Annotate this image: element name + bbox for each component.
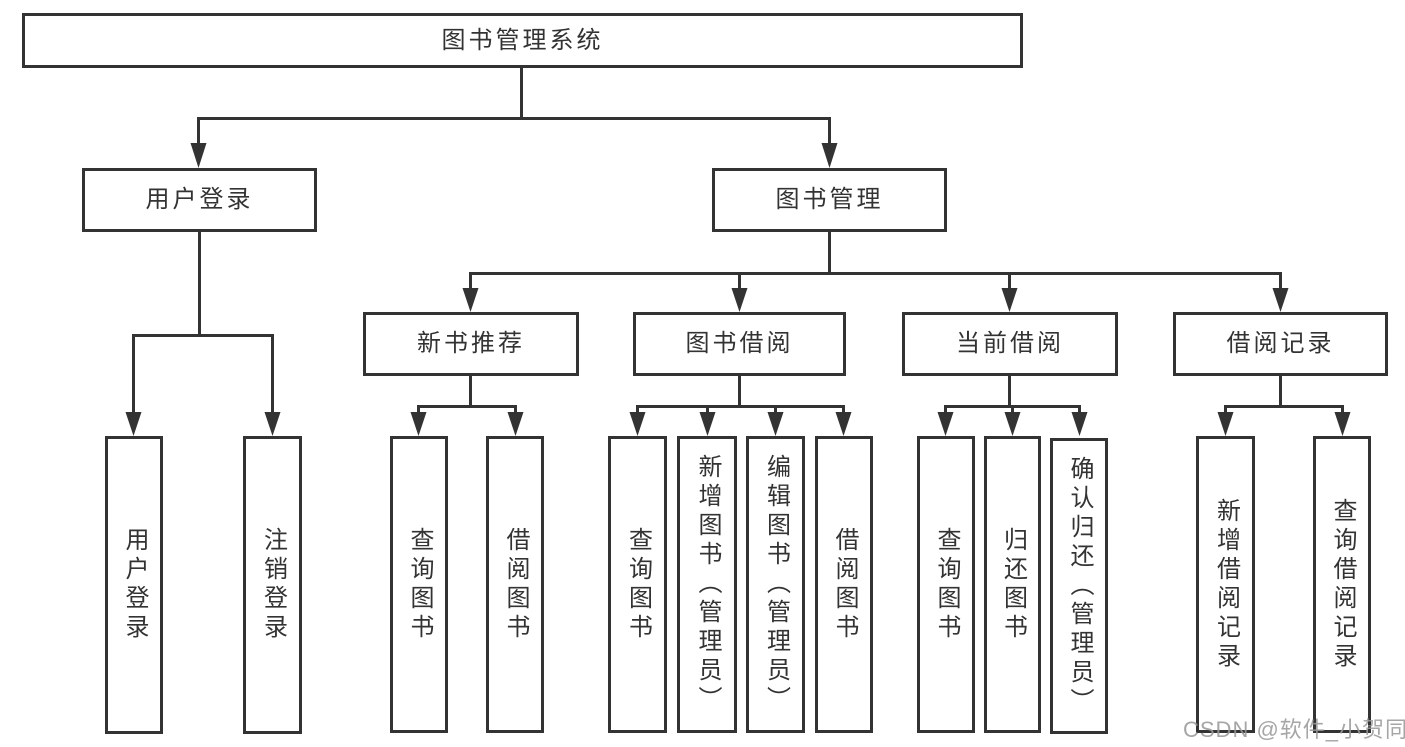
node-leaf-query-borrow-record: 查询借阅记录 bbox=[1313, 436, 1371, 733]
node-leaf-logout: 注销登录 bbox=[243, 436, 302, 734]
arrow-down-icon bbox=[264, 412, 281, 436]
node-label: 图书借阅 bbox=[685, 330, 794, 357]
csdn-watermark: CSDN @软件_小贺同学 bbox=[1183, 717, 1405, 742]
node-label: 查询借阅记录 bbox=[1329, 497, 1356, 672]
arrow-down-icon bbox=[731, 288, 748, 312]
arrow-down-icon bbox=[1334, 412, 1351, 436]
node-book-management: 图书管理 bbox=[712, 168, 947, 232]
arrow-down-icon bbox=[699, 412, 716, 436]
node-leaf-borrow-books-2: 借阅图书 bbox=[815, 436, 873, 733]
node-leaf-edit-books-admin: 编辑图书（管理员） bbox=[746, 436, 805, 733]
node-label: 查询图书 bbox=[933, 526, 960, 643]
node-label: 查询图书 bbox=[624, 526, 652, 643]
node-current-borrow: 当前借阅 bbox=[902, 312, 1118, 376]
edge-new-book-fan bbox=[417, 376, 517, 414]
node-leaf-borrow-books: 借阅图书 bbox=[486, 436, 544, 733]
edge-current-borrow-fan bbox=[944, 376, 1081, 414]
node-label: 新增图书（管理员） bbox=[694, 454, 721, 715]
arrow-down-icon bbox=[629, 412, 646, 436]
node-leaf-return-books: 归还图书 bbox=[984, 436, 1041, 733]
arrow-down-icon bbox=[125, 412, 142, 436]
arrow-down-icon bbox=[1071, 412, 1088, 436]
edge-root-to-level2 bbox=[197, 68, 831, 144]
arrow-down-icon bbox=[937, 412, 954, 436]
node-leaf-query-books-2: 查询图书 bbox=[608, 436, 667, 733]
node-label: 新书推荐 bbox=[417, 330, 525, 357]
arrow-down-icon bbox=[462, 288, 479, 312]
node-label: 借阅图书 bbox=[502, 526, 529, 643]
arrow-down-icon bbox=[1001, 288, 1018, 312]
node-new-book-recommend: 新书推荐 bbox=[363, 312, 579, 376]
edge-borrow-record-fan bbox=[1224, 376, 1344, 414]
node-leaf-add-books-admin: 新增图书（管理员） bbox=[677, 436, 737, 733]
node-label: 新增借阅记录 bbox=[1212, 497, 1240, 672]
arrow-down-icon bbox=[410, 412, 427, 436]
node-label: 用户登录 bbox=[145, 186, 254, 213]
edge-book-mgmt-to-level3 bbox=[469, 231, 1282, 290]
node-label: 图书管理系统 bbox=[441, 26, 604, 54]
arrow-down-icon bbox=[190, 143, 207, 168]
node-label: 归还图书 bbox=[999, 526, 1027, 643]
arrow-down-icon bbox=[507, 412, 524, 436]
node-label: 借阅记录 bbox=[1226, 330, 1335, 357]
arrow-down-icon bbox=[1272, 288, 1289, 312]
arrow-down-icon bbox=[767, 412, 784, 436]
edge-user-login-to-children bbox=[132, 231, 274, 414]
node-book-borrow: 图书借阅 bbox=[633, 312, 846, 376]
arrow-down-icon bbox=[821, 143, 838, 168]
node-label: 编辑图书（管理员） bbox=[762, 454, 790, 715]
node-leaf-query-books-3: 查询图书 bbox=[917, 436, 975, 733]
node-user-login: 用户登录 bbox=[82, 168, 317, 232]
arrow-down-icon bbox=[1004, 412, 1021, 436]
node-label: 借阅图书 bbox=[831, 526, 858, 643]
arrow-down-icon bbox=[1217, 412, 1234, 436]
node-leaf-user-login: 用户登录 bbox=[105, 436, 163, 734]
node-label: 当前借阅 bbox=[956, 330, 1064, 357]
node-borrow-record: 借阅记录 bbox=[1173, 312, 1388, 376]
node-leaf-confirm-return-admin: 确认归还（管理员） bbox=[1050, 438, 1108, 734]
arrow-down-icon bbox=[835, 412, 852, 436]
node-label: 图书管理 bbox=[775, 186, 884, 213]
node-label: 确认归还（管理员） bbox=[1066, 455, 1093, 717]
node-label: 查询图书 bbox=[406, 526, 433, 643]
node-leaf-query-books: 查询图书 bbox=[390, 436, 448, 733]
node-label: 注销登录 bbox=[259, 527, 287, 643]
node-library-management-system: 图书管理系统 bbox=[22, 13, 1023, 68]
node-label: 用户登录 bbox=[121, 527, 148, 643]
node-leaf-add-borrow-record: 新增借阅记录 bbox=[1196, 436, 1255, 733]
edge-book-borrow-fan bbox=[636, 376, 845, 414]
